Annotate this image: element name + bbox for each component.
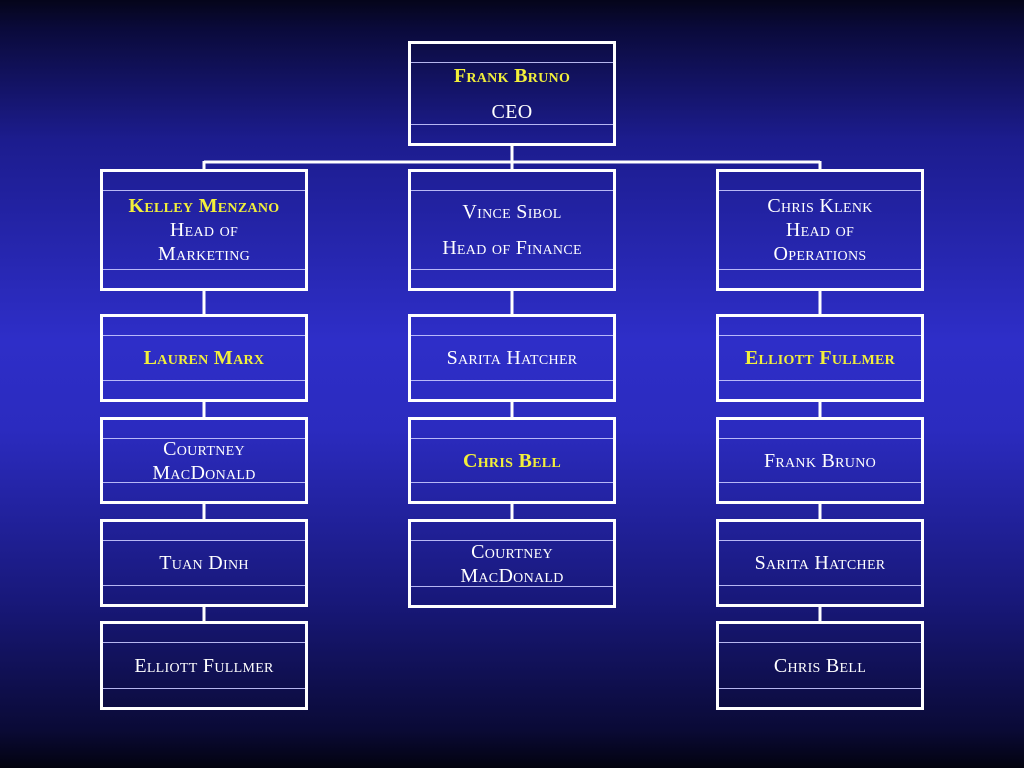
member-name-line1: Courtney (471, 540, 553, 563)
member-name: Lauren Marx (143, 347, 265, 369)
operations-head-box: Chris Klenk Head of Operations (716, 169, 924, 291)
marketing-head-name: Kelley Menzano (128, 195, 280, 217)
box-rule (719, 688, 921, 689)
box-rule (103, 585, 305, 586)
member-name-line2: MacDonald (460, 564, 564, 587)
box-rule (411, 335, 613, 336)
box-rule (719, 335, 921, 336)
operations-member-box: Sarita Hatcher (716, 519, 924, 607)
finance-head-role: Head of Finance (442, 237, 582, 259)
box-rule (411, 586, 613, 587)
member-name: Sarita Hatcher (446, 347, 578, 369)
member-name: Elliott Fullmer (134, 654, 274, 677)
marketing-member-box: Lauren Marx (100, 314, 308, 402)
member-name: Chris Bell (462, 449, 562, 472)
operations-member-box: Elliott Fullmer (716, 314, 924, 402)
box-rule (411, 190, 613, 191)
marketing-head-role-line1: Head of (169, 219, 239, 241)
operations-head-role-line1: Head of (785, 219, 855, 241)
box-rule (719, 269, 921, 270)
box-rule (719, 438, 921, 439)
box-rule (719, 190, 921, 191)
box-rule (103, 438, 305, 439)
box-rule (719, 585, 921, 586)
finance-head-name: Vince Sibol (462, 201, 562, 223)
marketing-member-box: Tuan Dinh (100, 519, 308, 607)
operations-head-name: Chris Klenk (767, 195, 873, 217)
marketing-member-box: Elliott Fullmer (100, 621, 308, 710)
box-rule (411, 540, 613, 541)
box-rule (103, 688, 305, 689)
box-rule (103, 482, 305, 483)
member-name: Chris Bell (773, 654, 867, 677)
box-rule (103, 335, 305, 336)
box-rule (719, 642, 921, 643)
member-name: Elliott Fullmer (744, 347, 896, 369)
box-rule (411, 124, 613, 125)
finance-member-box: Sarita Hatcher (408, 314, 616, 402)
box-rule (719, 482, 921, 483)
finance-member-box: Courtney MacDonald (408, 519, 616, 608)
finance-member-box: Chris Bell (408, 417, 616, 504)
operations-head-role-line2: Operations (773, 243, 867, 265)
box-rule (411, 62, 613, 63)
box-rule (719, 380, 921, 381)
box-rule (411, 438, 613, 439)
box-rule (103, 642, 305, 643)
marketing-head-box: Kelley Menzano Head of Marketing (100, 169, 308, 291)
marketing-head-role-line2: Marketing (157, 243, 251, 265)
marketing-member-box: Courtney MacDonald (100, 417, 308, 504)
operations-member-box: Chris Bell (716, 621, 924, 710)
member-name-line2: MacDonald (152, 461, 256, 484)
ceo-name: Frank Bruno (453, 64, 571, 87)
operations-member-box: Frank Bruno (716, 417, 924, 504)
ceo-role: CEO (491, 100, 533, 123)
finance-head-box: Vince Sibol Head of Finance (408, 169, 616, 291)
member-name: Tuan Dinh (159, 552, 249, 574)
box-rule (411, 269, 613, 270)
box-rule (411, 380, 613, 381)
ceo-box: Frank Bruno CEO (408, 41, 616, 146)
box-rule (103, 269, 305, 270)
box-rule (103, 380, 305, 381)
member-name: Frank Bruno (763, 449, 877, 472)
member-name: Sarita Hatcher (754, 552, 886, 574)
box-rule (103, 190, 305, 191)
box-rule (411, 482, 613, 483)
box-rule (103, 540, 305, 541)
box-rule (719, 540, 921, 541)
member-name-line1: Courtney (163, 437, 245, 460)
